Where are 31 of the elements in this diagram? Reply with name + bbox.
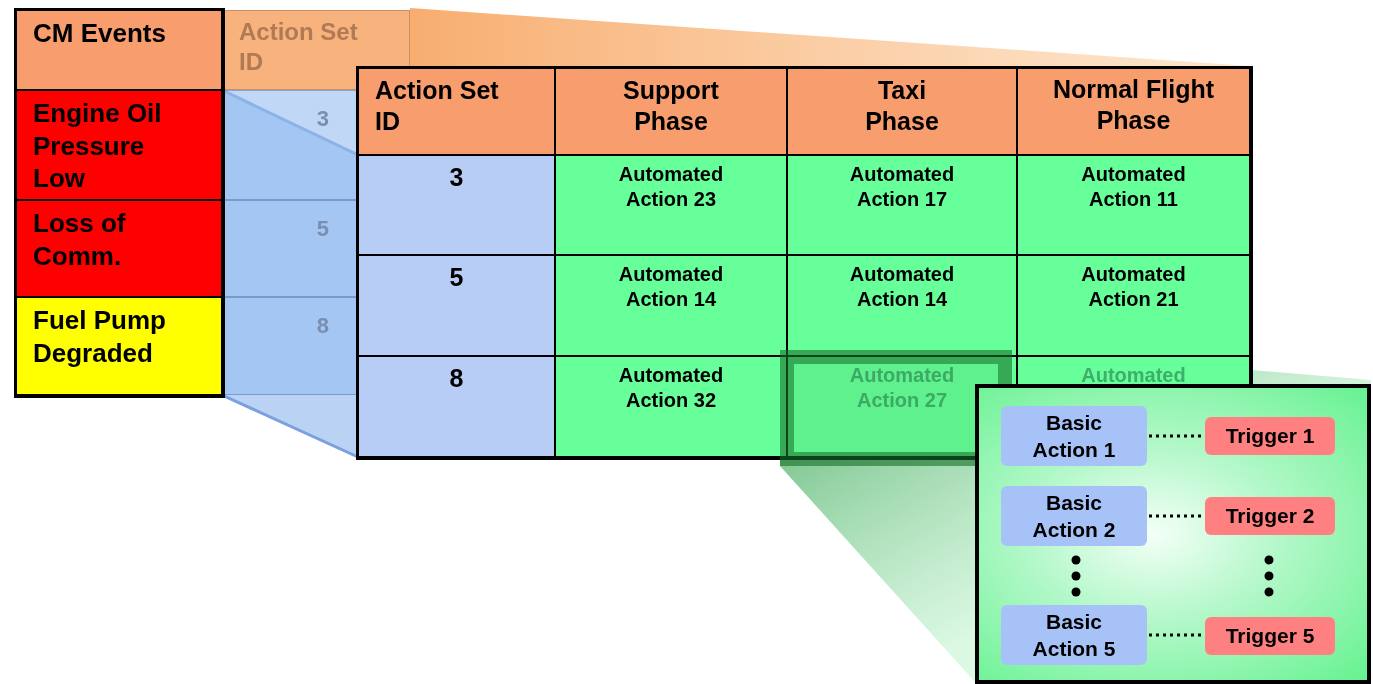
table-cell: Automated Action 11 — [1017, 155, 1250, 255]
table-cell: Fuel Pump Degraded — [16, 297, 222, 395]
table-cell: Automated Action 32 — [555, 356, 787, 457]
column-header: Normal Flight Phase — [1017, 68, 1250, 155]
dotted-connector — [1149, 633, 1203, 637]
trigger-box: Trigger 1 — [1205, 417, 1335, 455]
trigger-box: Trigger 5 — [1205, 617, 1335, 655]
column-header: Taxi Phase — [787, 68, 1017, 155]
action-box: Basic Action 5 — [1001, 605, 1147, 665]
table-cell: 5 — [222, 200, 358, 297]
table-cell: Automated Action 14 — [555, 255, 787, 356]
action-box: Basic Action 2 — [1001, 486, 1147, 546]
table-cell: Automated Action 14 — [787, 255, 1017, 356]
table-cell: 8 — [222, 297, 358, 395]
table-cell: Automated Action 17 — [787, 155, 1017, 255]
column-header: Support Phase — [555, 68, 787, 155]
table-cell: 3 — [222, 90, 358, 200]
column-header: Action Set ID — [358, 68, 555, 155]
dotted-connector — [1149, 434, 1203, 438]
table-cell: Automated Action 23 — [555, 155, 787, 255]
table-cell: 8 — [358, 356, 555, 457]
table-cell: Loss of Comm. — [16, 200, 222, 297]
table-cell: 3 — [358, 155, 555, 255]
column-header: CM Events — [16, 10, 222, 90]
zoom-panel — [975, 384, 1371, 684]
table-cell: 5 — [358, 255, 555, 356]
table-cell: Engine Oil Pressure Low — [16, 90, 222, 200]
dotted-connector — [1149, 514, 1203, 518]
table-cell: Automated Action 21 — [1017, 255, 1250, 356]
trigger-box: Trigger 2 — [1205, 497, 1335, 535]
action-box: Basic Action 1 — [1001, 406, 1147, 466]
